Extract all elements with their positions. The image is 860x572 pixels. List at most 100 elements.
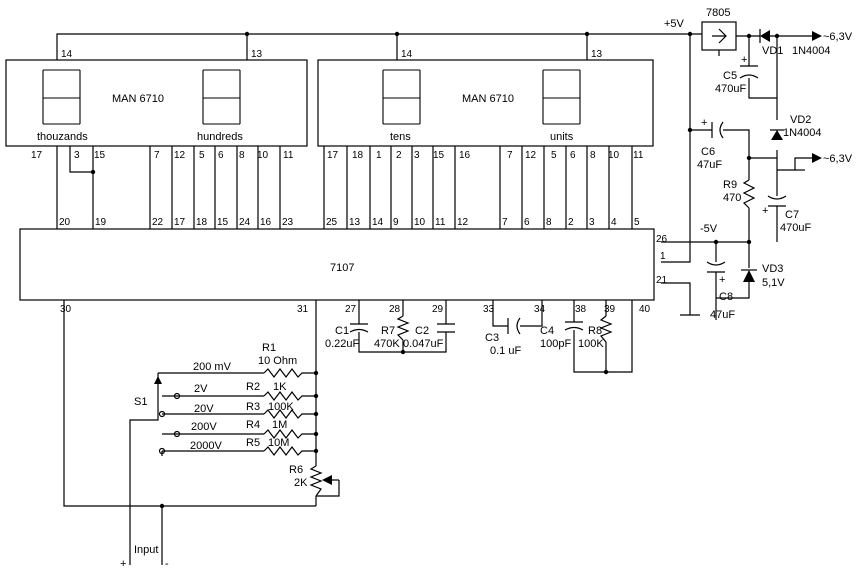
pin-label: 19	[95, 217, 107, 228]
zener-vd3: VD3 5,1V	[741, 263, 785, 289]
component-value: 0.1 uF	[490, 345, 521, 357]
display-module-left: MAN 6710 thouzands hundreds 14 13 17 3 1…	[5, 49, 308, 161]
pin-label: 3	[589, 217, 595, 228]
ic-bottom-pins: 30 31 27 28 29 33 34 38 39 40	[60, 304, 651, 315]
pin-label: 16	[459, 150, 471, 161]
pin-label: 5	[199, 150, 205, 161]
digit-label-units: units	[550, 131, 574, 143]
pin-label: 39	[604, 304, 616, 315]
segment-bus	[56, 146, 633, 229]
digit-label-thousands: thouzands	[37, 131, 88, 143]
pin-label: 12	[525, 150, 537, 161]
pin-label: 38	[575, 304, 587, 315]
pin-label: 26	[656, 234, 668, 245]
pin-label: 2	[396, 150, 402, 161]
pin-label: 11	[435, 217, 446, 228]
resistor-r8: R8 100K	[578, 315, 613, 350]
component-value: 470	[723, 192, 741, 204]
range-label: 20V	[194, 403, 214, 415]
pin-label: 29	[432, 304, 444, 315]
pin-label: 9	[393, 217, 399, 228]
pin-label: 10	[414, 217, 426, 228]
component-value: 100K	[268, 401, 294, 413]
display-right-pin-13: 13	[591, 49, 603, 60]
ac-label: ~6,3V	[823, 31, 853, 43]
ic-7107-label: 7107	[330, 262, 354, 274]
pin-label: 14	[372, 217, 384, 228]
input-label: Input	[134, 544, 158, 556]
diode-vd1: VD1 1N4004	[759, 29, 831, 57]
junction-dot	[159, 503, 165, 509]
digit-label-tens: tens	[390, 131, 411, 143]
junction-dot	[584, 31, 590, 37]
seven-seg-digit-hundreds	[202, 69, 241, 125]
pin-label: 12	[174, 150, 186, 161]
capacitor-c5: + C5 470uF	[715, 54, 759, 95]
component-ref: R6	[289, 464, 303, 476]
pin-label: 22	[152, 217, 164, 228]
pin-label: 21	[656, 275, 668, 286]
regulator-label: 7805	[706, 7, 730, 19]
pin-label: 15	[433, 150, 445, 161]
junction-dot	[746, 33, 752, 39]
pin-label: 1	[660, 251, 666, 262]
pin-label: 17	[174, 217, 186, 228]
pin-label: 7	[502, 217, 508, 228]
display-left-pin-14: 14	[61, 49, 73, 60]
pin-label: 18	[352, 150, 364, 161]
ac-label: ~6,3V	[823, 153, 853, 165]
pin-label: 8	[590, 150, 596, 161]
junction-dot	[90, 169, 96, 175]
junction-dot	[746, 155, 752, 161]
capacitor-c1: C1 0.22uF	[325, 323, 369, 350]
junction-dot	[713, 239, 719, 245]
component-value: 1M	[272, 419, 287, 431]
component-value: 470uF	[780, 222, 811, 234]
component-value: 0.047uF	[403, 338, 444, 350]
component-value: 5,1V	[762, 277, 785, 289]
capacitor-c2: C2 0.047uF	[403, 323, 455, 350]
display-right-part: MAN 6710	[462, 93, 514, 105]
component-ref: C4	[540, 325, 554, 337]
component-ref: R8	[588, 325, 602, 337]
capacitor-c8: + C8 47uF	[706, 261, 735, 321]
input-minus: -	[165, 558, 169, 570]
component-ref: C3	[485, 332, 499, 344]
pin-label: 1	[376, 150, 382, 161]
pin-label: 24	[239, 217, 251, 228]
pin-label: 20	[59, 217, 71, 228]
component-ref: C5	[723, 70, 737, 82]
junction-dot	[400, 349, 406, 355]
pin-label: 7	[507, 150, 513, 161]
capacitor-c6: + C6 47uF	[697, 117, 724, 171]
component-ref: VD2	[790, 114, 811, 126]
range-label: 200 mV	[193, 361, 232, 373]
range-switch-s1[interactable]: S1 200 mV 2V 20V 200V 2000V	[134, 361, 232, 455]
pin-label: 40	[639, 304, 651, 315]
pin-label: 15	[94, 150, 106, 161]
component-value: 470uF	[715, 83, 746, 95]
pin-label: 17	[31, 150, 43, 161]
pin-label: 6	[570, 150, 576, 161]
component-value: 2K	[294, 477, 308, 489]
pin-label: 10	[608, 150, 620, 161]
component-ref: C1	[335, 325, 349, 337]
component-ref: R7	[381, 325, 395, 337]
pin-label: 2	[568, 217, 574, 228]
component-ref: C8	[719, 291, 733, 303]
pin-label: 5	[634, 217, 640, 228]
component-ref: C7	[785, 209, 799, 221]
component-value: 47uF	[697, 159, 722, 171]
pin-label: 6	[524, 217, 530, 228]
pin-label: 16	[260, 217, 272, 228]
component-ref: C2	[415, 325, 429, 337]
pin-label: 3	[74, 150, 80, 161]
ac-terminal-bottom: ~6,3V	[812, 153, 853, 165]
junction-dot	[687, 31, 693, 37]
pin-label: 15	[217, 217, 229, 228]
pin-label: 6	[218, 150, 224, 161]
component-value: 1K	[273, 381, 287, 393]
display-left-pin-13: 13	[251, 49, 263, 60]
pin-label: 5	[551, 150, 557, 161]
